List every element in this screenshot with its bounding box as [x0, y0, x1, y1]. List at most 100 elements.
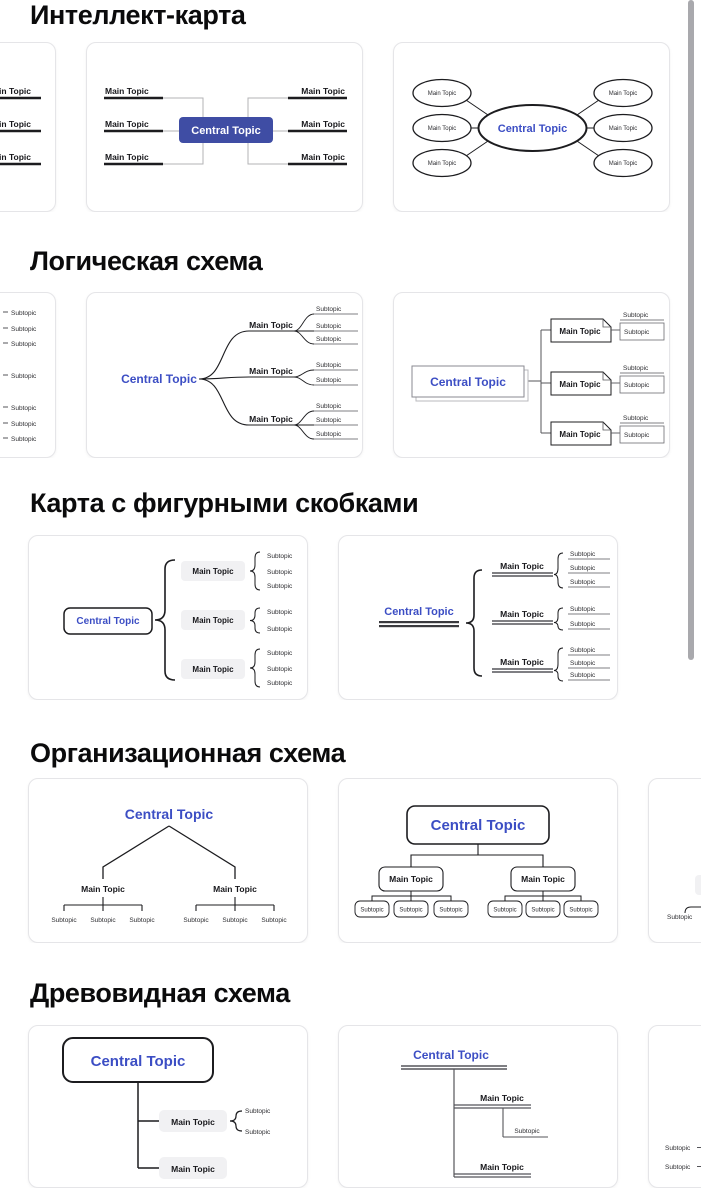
- scrollbar-thumb[interactable]: [688, 0, 694, 660]
- subtopic-box: [433, 900, 469, 918]
- main-topic-box: [695, 875, 701, 895]
- small-brace: [249, 648, 261, 688]
- subtopic-label: Subtopic: [570, 606, 596, 613]
- main-topic-box: [181, 610, 245, 630]
- card-brace-map-a[interactable]: Central Topic Main Topic Subtopic Subtop…: [28, 535, 308, 700]
- subtopic-label: Subtopic: [316, 323, 342, 330]
- subtopic-label: Subtopic: [267, 650, 293, 657]
- card-brace-map-b[interactable]: Central Topic Main Topic Subtopic Subtop…: [338, 535, 618, 700]
- subtopic-label: Subtopic: [267, 553, 293, 560]
- main-topic-box: [550, 371, 612, 396]
- mind-map-c-preview: Central Topic Main Topic Main Topic Main…: [412, 78, 653, 178]
- card-logic-chart-c[interactable]: Central Topic Main Topic Subtopic Subtop…: [393, 292, 670, 458]
- main-topic-ellipse: [593, 113, 653, 143]
- card-tree-chart-b[interactable]: Central Topic Main Topic Subtopic Main T…: [338, 1025, 618, 1188]
- main-topic-label: Main Topic: [171, 1117, 215, 1127]
- subtopic-label: Subtopic: [624, 432, 650, 439]
- main-topic-label: Main Topic: [171, 1164, 215, 1174]
- card-org-chart-b[interactable]: Central Topic Main Topic Main Topic Subt…: [338, 778, 618, 943]
- subtopic-box: [619, 375, 665, 394]
- main-topic-label: Main Topic: [609, 91, 638, 97]
- subtopic-label: Subtopic: [222, 917, 248, 924]
- subtopic-label: Subtopic: [261, 917, 287, 924]
- main-topic-label: Main Topic: [500, 561, 544, 571]
- org-chart-a-preview: Central Topic Main Topic Main Topic Subt…: [51, 806, 287, 924]
- subtopic-label: Subtopic: [316, 362, 342, 369]
- card-mind-map-b[interactable]: Main Topic Main Topic Main Topic Main To…: [86, 42, 363, 212]
- main-topic-ellipse: [593, 148, 653, 178]
- main-topic-label: Main Topic: [301, 152, 345, 162]
- main-topic-label: Main Topic: [105, 119, 149, 129]
- subtopic-label: Subtopic: [531, 908, 554, 914]
- subtopic-label: Subtopic: [316, 336, 342, 343]
- main-topic-ellipse: [412, 148, 472, 178]
- card-tree-chart-a[interactable]: Central Topic Main Topic Subtopic Subtop…: [28, 1025, 308, 1188]
- card-tree-chart-c[interactable]: Subtopic Subtopic: [648, 1025, 701, 1188]
- central-topic-label: Central Topic: [125, 806, 214, 822]
- subtopic-label: Subtopic: [665, 1145, 691, 1152]
- big-brace: [465, 569, 483, 677]
- connector: [247, 97, 288, 117]
- subtopic-box: [354, 900, 390, 918]
- subtopic-label: Subtopic: [493, 908, 516, 914]
- card-mind-map-c[interactable]: Central Topic Main Topic Main Topic Main…: [393, 42, 670, 212]
- card-org-chart-c[interactable]: Main Topic Subtopic: [648, 778, 701, 943]
- subtopic-label: Subtopic: [439, 908, 462, 914]
- subtopic-label: Subtopic: [665, 1164, 691, 1171]
- main-topic-label: Main Topic: [500, 609, 544, 619]
- main-topic-box: [378, 866, 444, 892]
- subtopic-label: Subtopic: [51, 917, 77, 924]
- main-topic-label: Main Topic: [105, 152, 149, 162]
- central-topic-label: Central Topic: [413, 1048, 489, 1062]
- subtopic-label: Subtopic: [11, 373, 37, 380]
- card-logic-chart-a[interactable]: Subtopic Subtopic Subtopic Subtopic Subt…: [0, 292, 56, 458]
- subtopic-label: Subtopic: [667, 914, 693, 921]
- connector: [195, 897, 275, 911]
- subtopic-box: [525, 900, 561, 918]
- main-topic-label: Main Topic: [105, 86, 149, 96]
- connector: [102, 825, 236, 879]
- subtopic-label: Subtopic: [570, 660, 596, 667]
- row-logic-chart: Subtopic Subtopic Subtopic Subtopic Subt…: [0, 292, 701, 458]
- subtopic-box: [619, 322, 665, 341]
- fan-curve: [293, 369, 315, 378]
- subtopic-label: Subtopic: [570, 565, 596, 572]
- card-mind-map-a[interactable]: Main Topic Main Topic Main Topic: [0, 42, 56, 212]
- main-topic-box: [181, 659, 245, 679]
- central-underline: [379, 621, 459, 624]
- main-topic-label: Main Topic: [0, 86, 31, 96]
- central-topic-ellipse: [477, 104, 588, 152]
- subtopic-label: Subtopic: [183, 917, 209, 924]
- main-topic-label: Main Topic: [428, 126, 457, 132]
- connector: [573, 138, 600, 157]
- section-title-logic-chart: Логическая схема: [30, 246, 263, 276]
- central-topic-label: Central Topic: [76, 616, 140, 627]
- subtopic-label: Subtopic: [11, 405, 37, 412]
- subtopic-label: Subtopic: [316, 431, 342, 438]
- connector: [371, 891, 452, 901]
- main-topic-label: Main Topic: [428, 161, 457, 167]
- main-topic-label: Main Topic: [500, 657, 544, 667]
- main-topic-label: Main Topic: [301, 86, 345, 96]
- central-topic-label: Central Topic: [121, 372, 197, 386]
- main-topic-group: Main Topic Subtopic Subtopic: [550, 415, 665, 446]
- connector: [465, 138, 492, 157]
- subtopic-label: Subtopic: [360, 908, 383, 914]
- connector: [163, 97, 204, 117]
- subtopic-label: Subtopic: [316, 306, 342, 313]
- card-org-chart-a[interactable]: Central Topic Main Topic Main Topic Subt…: [28, 778, 308, 943]
- main-topic-label: Main Topic: [0, 152, 31, 162]
- logic-chart-c-preview: Central Topic Main Topic Subtopic Subtop…: [411, 312, 665, 446]
- main-topic-label: Main Topic: [249, 414, 293, 424]
- subtopic-label: Subtopic: [267, 569, 293, 576]
- branch-curve: [198, 376, 250, 380]
- fold-corner: [602, 422, 611, 431]
- card-logic-chart-b[interactable]: Central Topic Main Topic Subtopic Subtop…: [86, 292, 363, 458]
- main-topic-box: [159, 1110, 227, 1132]
- subtopic-label: Subtopic: [267, 609, 293, 616]
- subtopic-label: Subtopic: [267, 666, 293, 673]
- brace-map-a-preview: Central Topic Main Topic Subtopic Subtop…: [63, 551, 293, 688]
- main-topic-label: Main Topic: [428, 91, 457, 97]
- subtopic-box: [487, 900, 523, 918]
- connector: [410, 844, 544, 867]
